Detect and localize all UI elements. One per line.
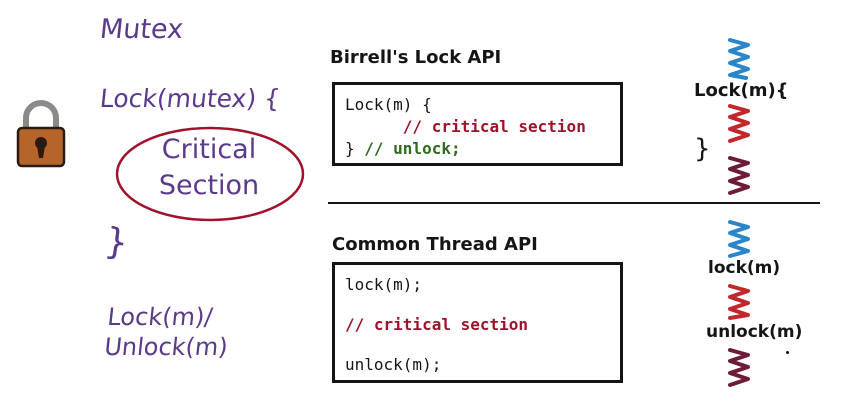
- lock-mutex-label: Lock(mutex) {: [98, 84, 282, 113]
- birrell-close-brace: }: [345, 139, 365, 158]
- birrell-code-line-3: } // unlock;: [345, 138, 610, 160]
- thread-squiggle-icon: [728, 104, 750, 143]
- common-code-box: lock(m); // critical section unlock(m);: [332, 262, 623, 383]
- critical-line-2: Section: [158, 170, 260, 201]
- thread-squiggle-icon: [728, 220, 750, 258]
- birrell-unlock-comment: // unlock;: [364, 139, 461, 158]
- birrell-api-title: Birrell's Lock API: [330, 47, 502, 68]
- common-code-line-1: lock(m);: [345, 275, 423, 294]
- right-lock-m-label: lock(m): [708, 258, 781, 278]
- common-code-line-3: unlock(m);: [345, 355, 442, 374]
- birrell-code-line-2: // critical section: [345, 116, 610, 138]
- right-close-brace: }: [694, 134, 711, 164]
- thread-squiggle-icon: [728, 156, 750, 195]
- common-code-line-2: // critical section: [345, 314, 610, 336]
- right-lock-label: Lock(m){: [694, 80, 789, 101]
- critical-line-1: Critical: [161, 134, 257, 165]
- padlock-icon: [16, 100, 66, 168]
- critical-section-label: Critical Section: [118, 132, 300, 204]
- lock-unlock-label: Lock(m)/ Unlock(m): [103, 302, 233, 362]
- common-api-title: Common Thread API: [332, 234, 538, 255]
- common-critical-comment: // critical section: [345, 315, 529, 334]
- mutex-title: Mutex: [98, 14, 185, 45]
- right-unlock-m-label: unlock(m): [706, 322, 803, 342]
- lock-m-text: Lock(m)/: [106, 303, 214, 331]
- unlock-m-text: Unlock(m): [102, 333, 230, 361]
- birrell-critical-comment: // critical section: [402, 117, 586, 136]
- birrell-code-line-1: Lock(m) {: [345, 95, 432, 114]
- thread-squiggle-icon: [728, 348, 750, 387]
- birrell-code-box: Lock(m) { // critical section } // unloc…: [332, 82, 623, 166]
- left-close-brace: }: [102, 220, 131, 265]
- thread-squiggle-icon: [728, 284, 750, 320]
- critical-section-ellipse: [115, 126, 305, 222]
- section-divider: [328, 202, 820, 204]
- ink-dot: [786, 351, 789, 354]
- thread-squiggle-icon: [728, 38, 750, 80]
